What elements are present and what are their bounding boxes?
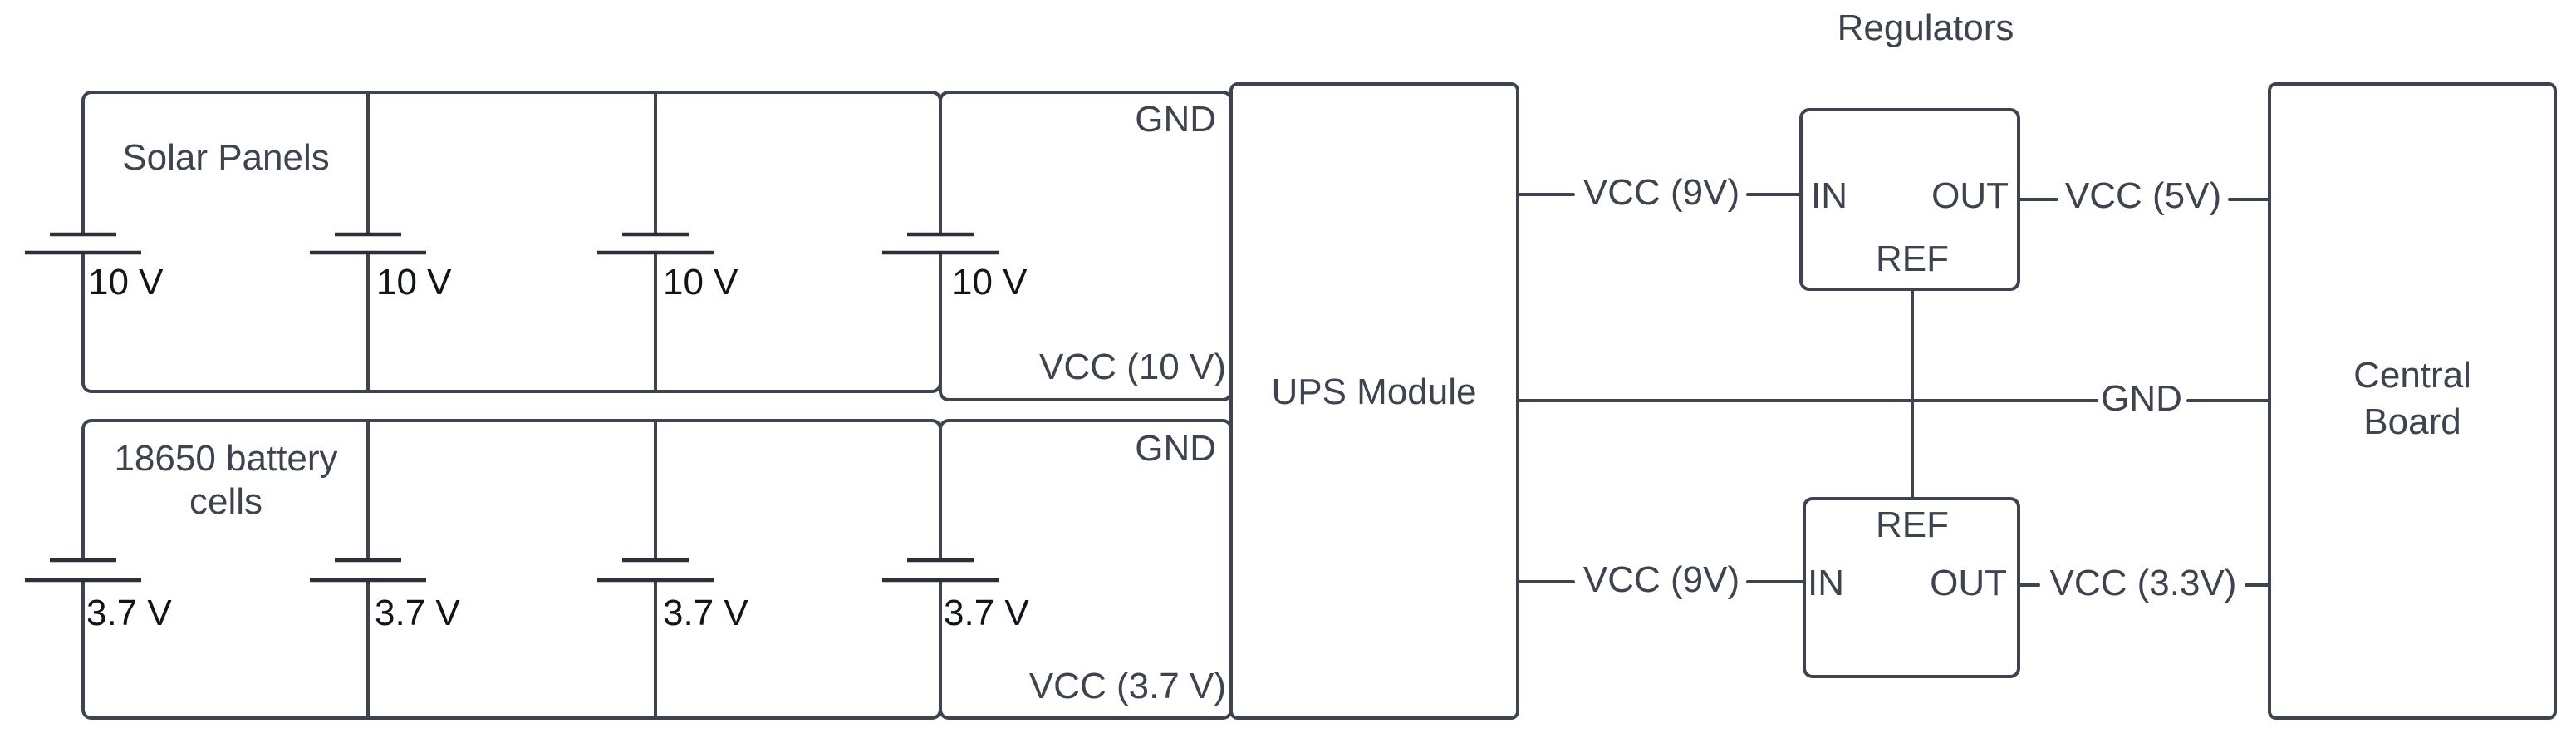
bottom-input-wire-label: VCC (9V) bbox=[1583, 559, 1739, 600]
wiring bbox=[1516, 193, 2271, 587]
regulator-top-box bbox=[1799, 108, 2020, 291]
top-input-wire-label: VCC (9V) bbox=[1583, 172, 1739, 213]
regulators-title: Regulators bbox=[1838, 7, 2014, 48]
solar-cell-2-voltage: 10 V bbox=[376, 262, 452, 303]
solar-vcc-label: VCC (10 V) bbox=[1039, 347, 1226, 387]
regulator-bottom-ref-label: REF bbox=[1876, 504, 1949, 545]
ups-module-box bbox=[1229, 82, 1519, 720]
battery-label-line2: cells bbox=[189, 481, 263, 522]
battery-gnd-label: GND bbox=[1135, 428, 1216, 469]
battery-vcc-label: VCC (3.7 V) bbox=[1029, 666, 1226, 706]
regulator-top: IN OUT REF bbox=[1799, 108, 2020, 291]
ups-module: UPS Module bbox=[1229, 82, 1519, 720]
gnd-wire-label: GND bbox=[2101, 378, 2182, 419]
solar-gnd-label: GND bbox=[1135, 99, 1216, 140]
battery-cell-3-voltage: 3.7 V bbox=[663, 593, 748, 633]
battery-label-line1: 18650 battery bbox=[114, 438, 337, 479]
solar-panels-label: Solar Panels bbox=[122, 137, 329, 178]
battery-cell-2-voltage: 3.7 V bbox=[375, 593, 460, 633]
central-board-label-line2: Board bbox=[2363, 401, 2461, 442]
solar-cell-1 bbox=[25, 232, 141, 255]
solar-cell-3 bbox=[597, 232, 714, 255]
battery-cell-4 bbox=[882, 558, 999, 583]
solar-cell-4-voltage: 10 V bbox=[952, 262, 1028, 303]
solar-cell-3-voltage: 10 V bbox=[663, 262, 738, 303]
regulator-top-ref-label: REF bbox=[1876, 239, 1949, 279]
central-board-label-line1: Central bbox=[2353, 355, 2471, 396]
solar-cell-1-voltage: 10 V bbox=[88, 262, 164, 303]
battery-cell-3 bbox=[597, 558, 714, 583]
regulator-bottom-box bbox=[1803, 497, 2020, 678]
regulator-bottom-out-label: OUT bbox=[1930, 563, 2007, 603]
ups-module-label: UPS Module bbox=[1271, 372, 1476, 412]
solar-cell-4 bbox=[882, 232, 999, 255]
battery-cell-2 bbox=[310, 558, 426, 583]
regulator-bottom-in-label: IN bbox=[1808, 563, 1844, 603]
top-output-wire-label: VCC (5V) bbox=[2065, 175, 2221, 216]
solar-panel-group: Solar Panels 10 V 10 V 10 V 10 V GND VCC… bbox=[25, 91, 1233, 401]
battery-cell-1-voltage: 3.7 V bbox=[86, 593, 172, 633]
central-board-box bbox=[2268, 82, 2557, 720]
battery-cell-1 bbox=[25, 558, 141, 583]
battery-cell-4-voltage: 3.7 V bbox=[944, 593, 1029, 633]
regulator-bottom: REF IN OUT bbox=[1803, 497, 2020, 678]
solar-cell-2 bbox=[310, 232, 426, 255]
central-board: Central Board bbox=[2268, 82, 2557, 720]
regulator-top-out-label: OUT bbox=[1931, 175, 2009, 216]
battery-group: 18650 battery cells 3.7 V 3.7 V 3.7 V 3.… bbox=[25, 419, 1233, 720]
regulator-top-in-label: IN bbox=[1811, 175, 1847, 216]
bottom-output-wire-label: VCC (3.3V) bbox=[2050, 563, 2237, 603]
